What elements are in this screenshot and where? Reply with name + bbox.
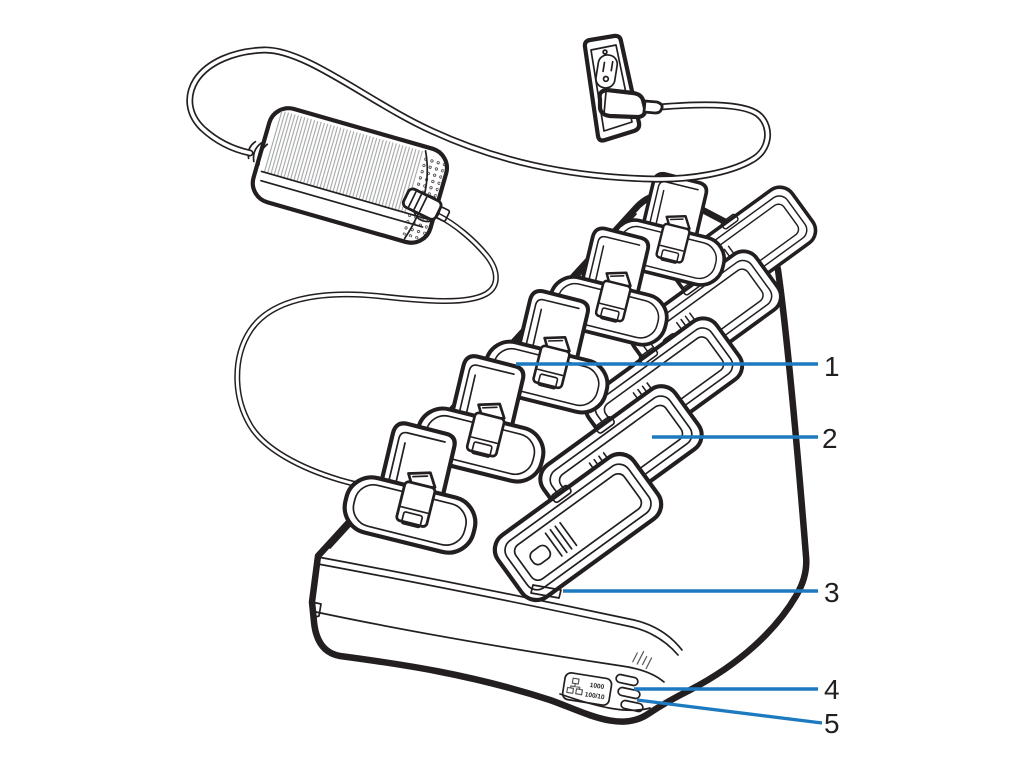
- ethernet-network-icon: [566, 677, 584, 696]
- dc-connector: [401, 187, 451, 222]
- indicator-slots: [615, 673, 644, 713]
- callout-number-1: 1: [824, 351, 840, 382]
- status-led: [530, 584, 562, 599]
- ethernet-speed-label: 1000 100/10: [561, 672, 613, 707]
- callout-line-5: [636, 698, 823, 725]
- callout-number-5: 5: [824, 708, 840, 739]
- dc-power-cable: [234, 212, 499, 506]
- callout-number-4: 4: [824, 674, 840, 705]
- ac-power-cord: [186, 46, 771, 183]
- power-plug: [597, 87, 664, 120]
- callout-number-2: 2: [822, 423, 838, 454]
- outlet-receptacle: [595, 54, 619, 89]
- ac-inlet-relief: [247, 140, 269, 166]
- ethernet-speed-line2: 100/10: [584, 691, 605, 701]
- callout-number-3: 3: [824, 577, 840, 608]
- power-supply: [250, 106, 450, 245]
- wall-outlet: [582, 33, 642, 143]
- molded-marking: [632, 650, 653, 670]
- ethernet-speed-line1: 1000: [589, 682, 605, 691]
- callouts: 1 2 3 4 5: [516, 351, 840, 739]
